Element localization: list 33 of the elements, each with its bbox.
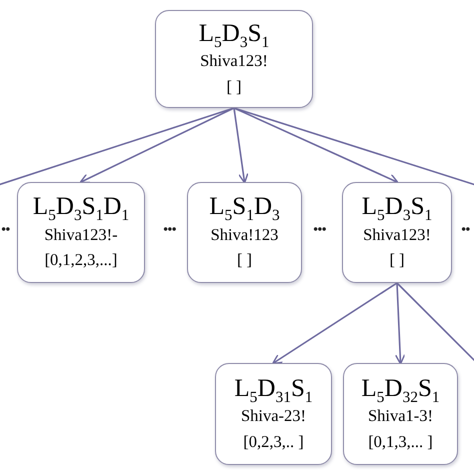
state-box bbox=[343, 363, 458, 465]
password-text: Shiva123! bbox=[363, 224, 431, 246]
state-box bbox=[187, 182, 302, 283]
state-formula: L$_{5}$D$_{32}$S$_{1}$ bbox=[361, 376, 440, 406]
password-text: Shiva123!- bbox=[44, 224, 118, 246]
password-text: Shiva-23! bbox=[240, 406, 306, 427]
state-box bbox=[17, 182, 145, 283]
state-formula: L$_{5}$D$_{31}$S$_{1}$ bbox=[234, 376, 313, 406]
password-text: Shiva123! bbox=[200, 51, 268, 72]
state-formula: L$_{5}$D$_{3}$S$_{1}$ bbox=[198, 20, 270, 52]
ellipsis-text: ••• bbox=[163, 222, 176, 239]
index-list: [0,2,3,.. ] bbox=[243, 430, 304, 452]
index-list: [ ] bbox=[389, 249, 405, 271]
index-list: [ ] bbox=[236, 249, 252, 271]
state-box bbox=[342, 182, 452, 283]
state-box bbox=[215, 363, 332, 465]
arrow bbox=[233, 108, 249, 184]
state-box bbox=[155, 10, 313, 108]
ellipsis-text: ••• bbox=[313, 222, 326, 239]
index-list: [ ] bbox=[226, 76, 242, 98]
ellipsis-text: •• bbox=[461, 222, 470, 239]
arrow bbox=[272, 282, 398, 364]
ellipsis-text: •• bbox=[1, 222, 10, 239]
state-formula: L$_{5}$S$_{1}$D$_{3}$ bbox=[209, 194, 280, 225]
state-formula: L$_{5}$D$_{3}$S$_{1}$D$_{1}$ bbox=[32, 194, 130, 225]
index-list: [0,1,3,... ] bbox=[368, 430, 433, 452]
arrow bbox=[234, 107, 399, 184]
password-text: Shiva!123 bbox=[210, 224, 278, 246]
state-formula: L$_{5}$D$_{3}$S$_{1}$ bbox=[362, 194, 432, 225]
index-list: [0,1,2,3,...] bbox=[44, 249, 118, 271]
arrow bbox=[394, 282, 406, 365]
arrow bbox=[79, 107, 234, 184]
password-text: Shiva1-3! bbox=[368, 406, 434, 427]
